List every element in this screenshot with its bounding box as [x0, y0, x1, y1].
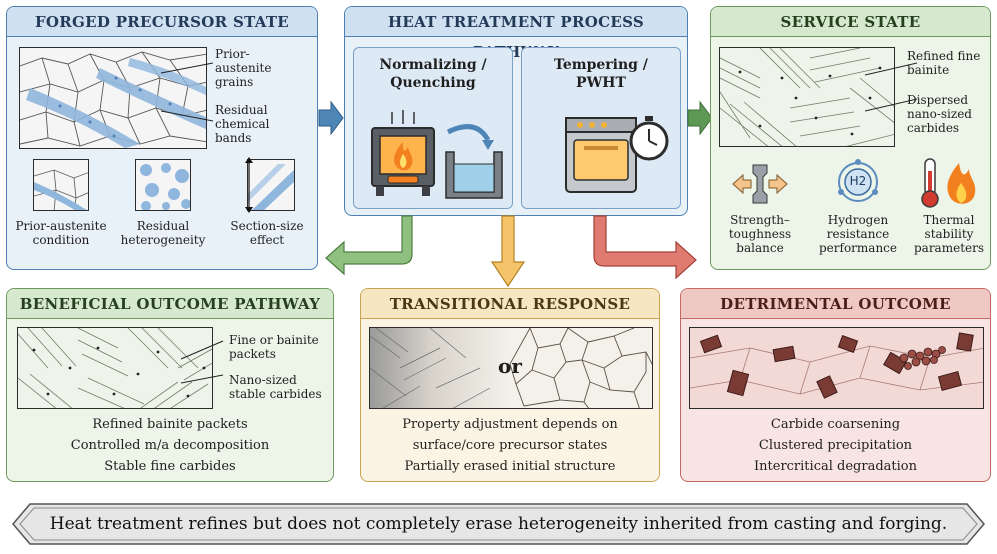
- prior-austenite-condition-label: Prior-austenite condition: [15, 219, 107, 247]
- strength-toughness-label: Strength–toughness balance: [728, 213, 792, 255]
- hydrogen-icon: [838, 159, 878, 202]
- hydrogen-resistance-label: Hydrogen resistance performance: [818, 213, 897, 255]
- heat-panel-title: HEAT TREATMENT PROCESS PATHWAY: [345, 7, 687, 61]
- section-size-effect-inset: [247, 159, 295, 211]
- transitional-response-panel: TRANSITIONAL RESPONSE PATHWAY: [360, 288, 660, 482]
- transitional-bullet-3: Partially erased initial structure: [404, 459, 616, 474]
- arrow-heat-to-service-icon: [687, 100, 713, 136]
- arrow-forged-to-heat-icon: [318, 100, 344, 136]
- quench-tank-icon: [445, 124, 503, 199]
- summary-banner: Heat treatment refines but does not comp…: [12, 503, 985, 545]
- tempering-pwht-step: Tempering / PWHT: [521, 47, 681, 209]
- forged-precursor-panel: FORGED PRECURSOR STATE: [6, 6, 318, 270]
- hydrogen-symbol-text: H2: [849, 174, 867, 188]
- transitional-bullet-1: Property adjustment depends on: [402, 417, 618, 432]
- prior-austenite-micrograph: [19, 47, 207, 149]
- refined-fine-bainite-label: Refined fine bainite: [907, 49, 981, 77]
- thermometer-flame-icon: [921, 158, 976, 208]
- or-label: or: [498, 354, 522, 378]
- beneficial-bullet-3: Stable fine carbides: [104, 459, 236, 474]
- beneficial-bullet-2: Controlled m/a decomposition: [70, 438, 270, 453]
- thermal-stability-label: Thermal stability parameters: [913, 213, 985, 255]
- beneficial-panel-title: BENEFICIAL OUTCOME PATHWAY: [7, 289, 333, 319]
- residual-chemical-bands-label: Residual chemical bands: [215, 103, 270, 145]
- detrimental-panel-title: DETRIMENTAL OUTCOME PATHWAY: [681, 289, 990, 343]
- summary-text: Heat treatment refines but does not comp…: [49, 514, 948, 534]
- forged-panel-title: FORGED PRECURSOR STATE: [7, 7, 317, 37]
- arrow-heat-to-transitional-icon: [490, 215, 526, 288]
- normalizing-quenching-step: Normalizing / Quenching: [353, 47, 513, 209]
- detrimental-outcome-panel: DETRIMENTAL OUTCOME PATHWAY: [680, 288, 991, 482]
- detrimental-micrograph: [689, 327, 984, 409]
- section-size-effect-label: Section-size effect: [230, 219, 304, 247]
- dispersed-carbides-label: Dispersed nano-sized carbides: [907, 93, 972, 135]
- transitional-micrograph: or: [369, 327, 653, 409]
- detrimental-bullet-3: Intercritical degradation: [754, 459, 917, 474]
- stopwatch-icon: [629, 116, 669, 161]
- strength-toughness-icon: [732, 164, 788, 204]
- service-micrograph: [719, 47, 895, 147]
- detrimental-bullet-2: Clustered precipitation: [758, 438, 913, 453]
- furnace-icon: [371, 110, 435, 196]
- beneficial-bullet-1: Refined bainite packets: [92, 417, 248, 432]
- transitional-bullet-2: surface/core precursor states: [412, 438, 608, 453]
- tempering-pwht-label: Tempering / PWHT: [554, 57, 648, 91]
- transitional-panel-title: TRANSITIONAL RESPONSE PATHWAY: [361, 289, 659, 343]
- arrow-heat-to-beneficial-icon: [325, 215, 413, 276]
- prior-austenite-condition-inset: [33, 159, 89, 211]
- heat-treatment-panel: HEAT TREATMENT PROCESS PATHWAY Normalizi…: [344, 6, 688, 216]
- arrow-heat-to-detrimental-icon: [593, 215, 697, 280]
- fine-bainite-packets-label: Fine or bainite packets: [229, 333, 319, 361]
- section-size-arrow-icon: [245, 157, 253, 213]
- prior-austenite-grains-label: Prior-austenite grains: [215, 47, 272, 89]
- service-panel-title: SERVICE STATE: [711, 7, 990, 37]
- normalizing-quenching-label: Normalizing / Quenching: [379, 57, 487, 91]
- residual-heterogeneity-inset: [135, 159, 191, 211]
- residual-heterogeneity-label: Residual heterogeneity: [120, 219, 206, 247]
- nano-stable-carbides-label: Nano-sized stable carbides: [229, 373, 322, 401]
- service-state-panel: SERVICE STATE Refined fine bainite Dispe…: [710, 6, 991, 270]
- beneficial-outcome-panel: BENEFICIAL OUTCOME PATHWAY Fine or baini…: [6, 288, 334, 482]
- beneficial-micrograph: [17, 327, 213, 409]
- detrimental-bullet-1: Carbide coarsening: [770, 417, 901, 432]
